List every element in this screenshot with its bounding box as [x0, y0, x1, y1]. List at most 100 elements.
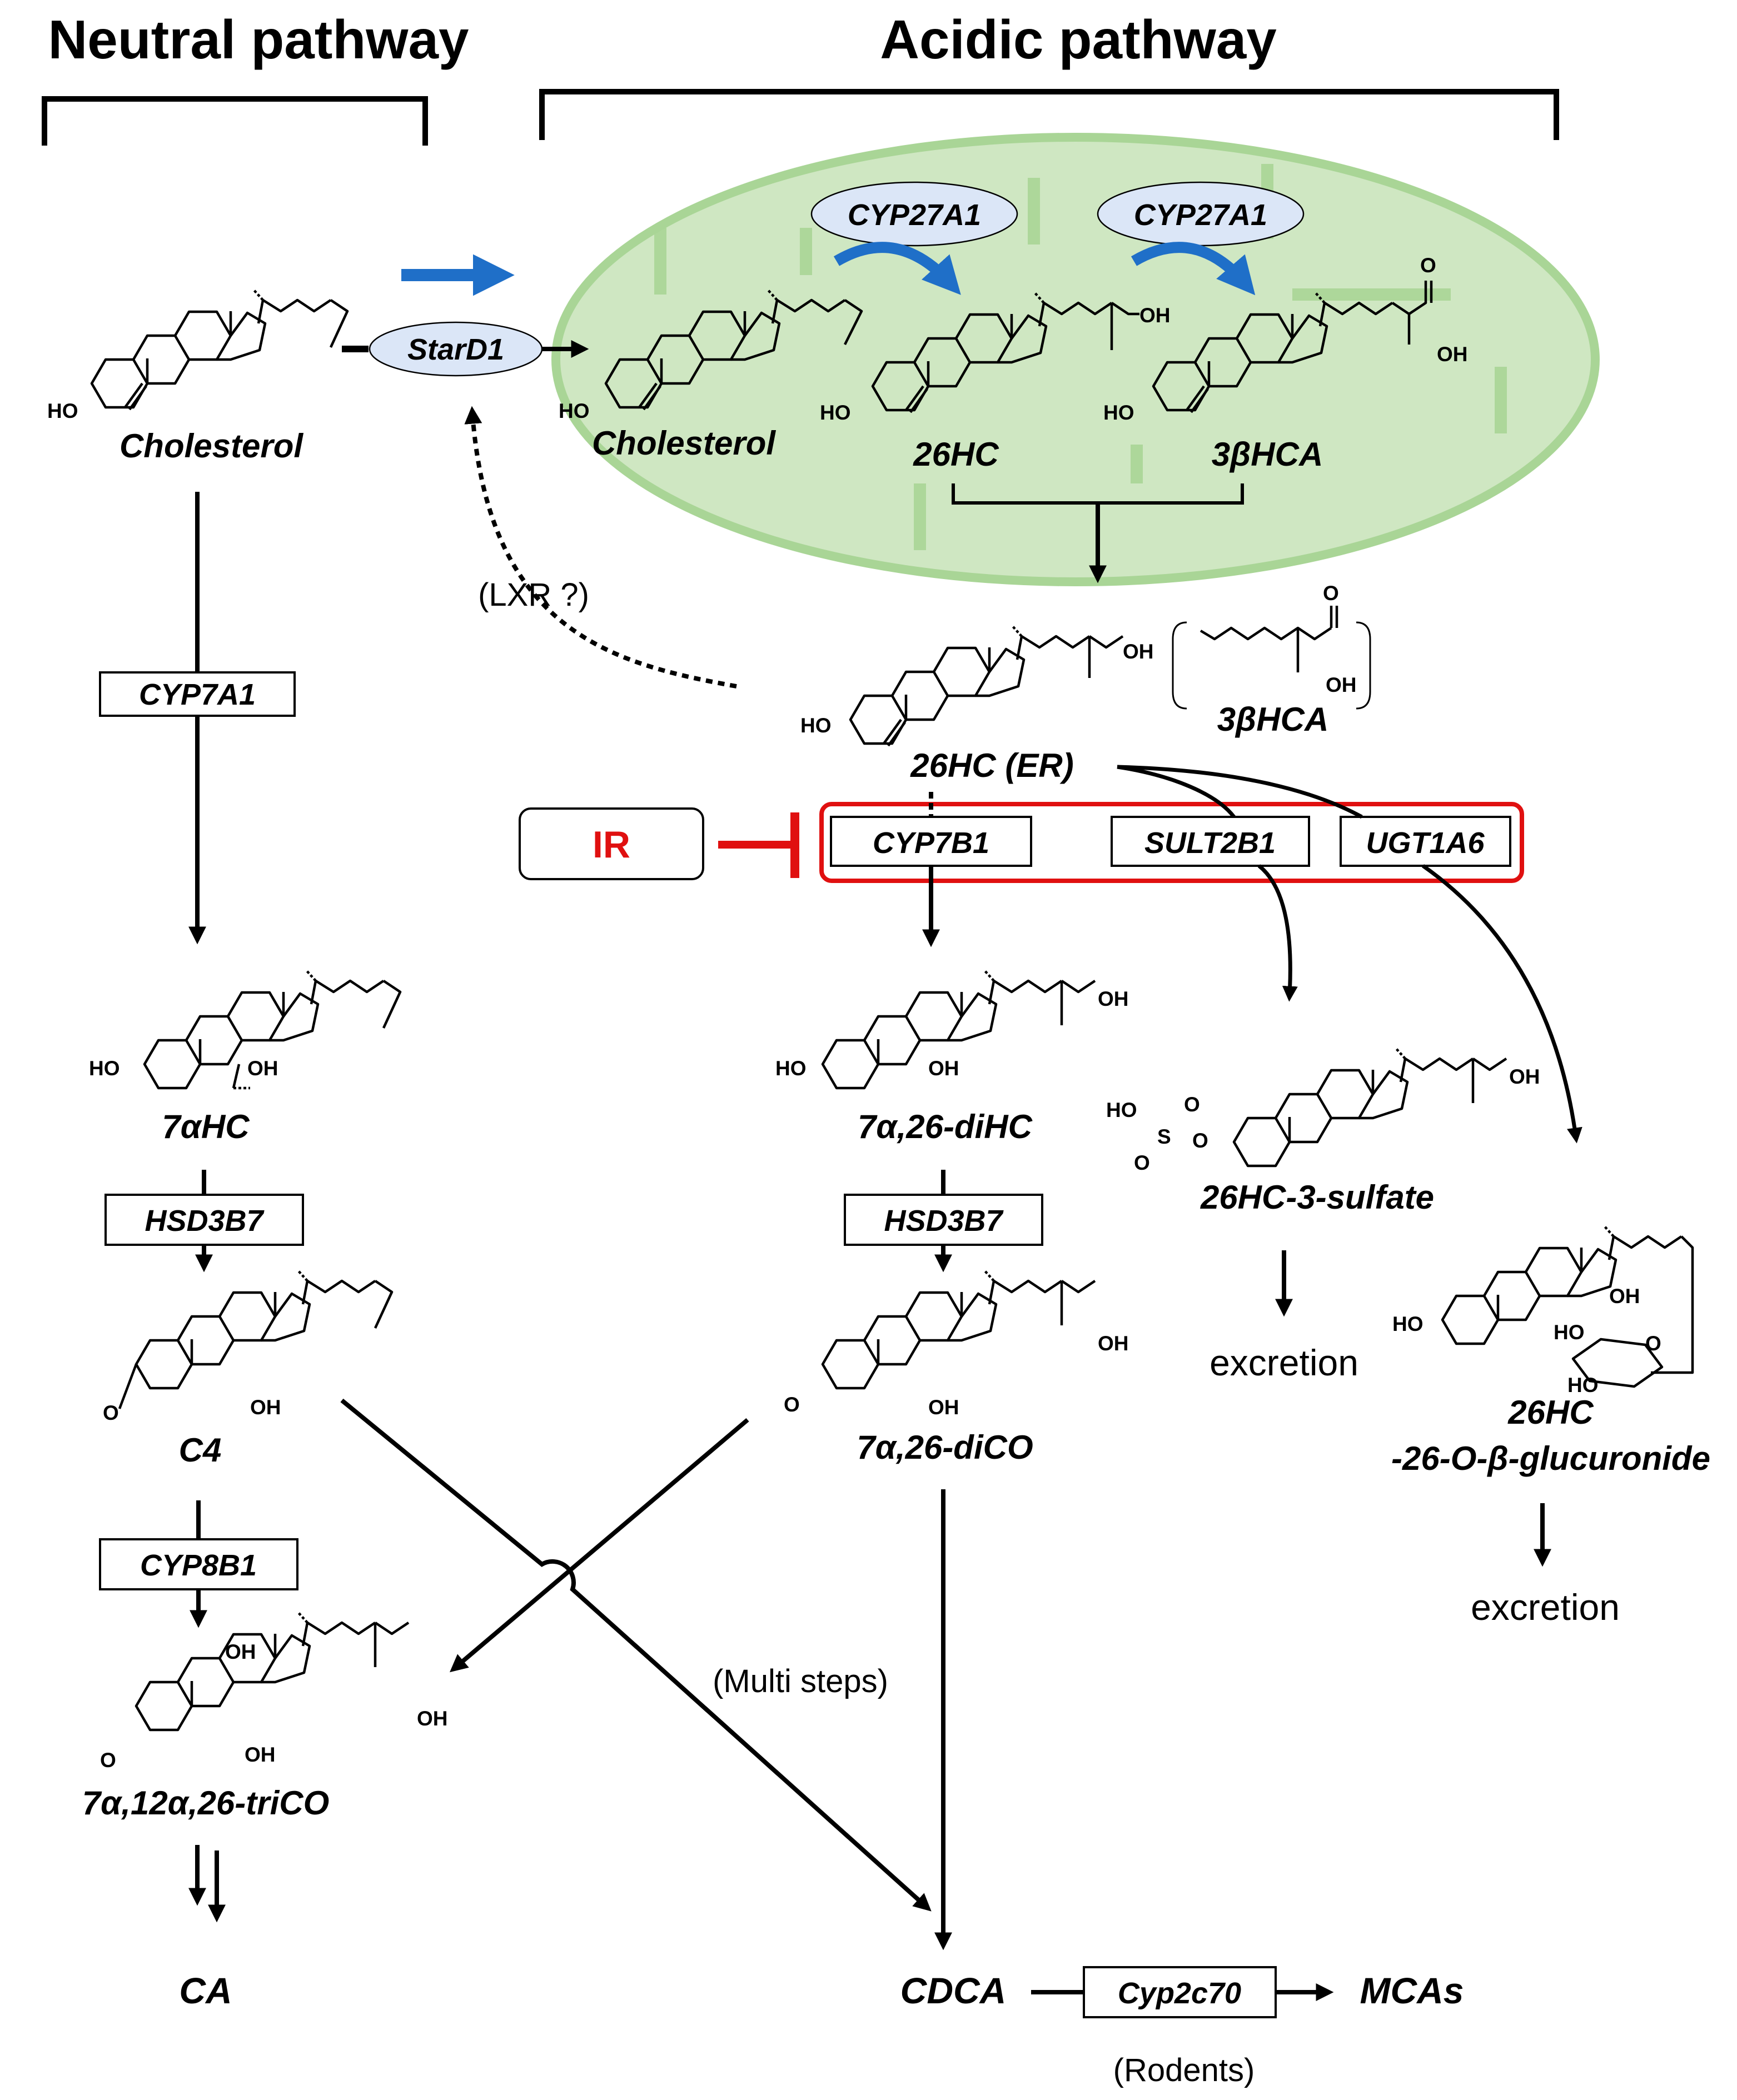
cholesterol-mito-structure: HO — [559, 289, 863, 422]
sulfate-structure: HO S O O O OH — [1106, 1047, 1540, 1174]
neutral-bracket — [42, 96, 428, 146]
3bhca-er-structure: OH O — [1172, 582, 1371, 710]
cyp27a1-enzyme-2: CYP27A1 — [1097, 181, 1305, 247]
excretion-label-2: excretion — [1471, 1587, 1620, 1628]
multi-steps-annotation: (Multi steps) — [713, 1663, 888, 1699]
3bhca-mito-label: 3βHCA — [1212, 436, 1323, 473]
cyp2c70-enzyme: Cyp2c70 — [1083, 1966, 1277, 2018]
svg-text:HO: HO — [1554, 1321, 1585, 1344]
svg-text:HO: HO — [820, 401, 851, 424]
svg-text:StarD1: StarD1 — [407, 333, 504, 366]
7ahc-label: 7αHC — [162, 1108, 250, 1145]
sult2b1-enzyme: SULT2B1 — [1111, 816, 1310, 867]
svg-text:O: O — [100, 1749, 116, 1772]
hsd3b7-left-enzyme: HSD3B7 — [104, 1194, 304, 1246]
svg-text:UGT1A6: UGT1A6 — [1366, 826, 1485, 860]
svg-text:OH: OH — [1098, 987, 1129, 1010]
cyp8b1-enzyme: CYP8B1 — [99, 1538, 298, 1590]
glucuronide-label-line1: 26HC — [1507, 1394, 1594, 1431]
3bhca-mito-structure: HO O OH — [1103, 254, 1468, 424]
c4-structure: O OH — [103, 1270, 394, 1424]
diCO-structure: O OH OH — [784, 1270, 1129, 1419]
svg-text:OH: OH — [1609, 1285, 1640, 1308]
26hc-er-label: 26HC (ER) — [910, 747, 1073, 784]
svg-text:O: O — [1323, 582, 1339, 605]
ir-box: IR — [519, 807, 704, 880]
svg-text:S: S — [1157, 1125, 1171, 1148]
svg-text:CYP7B1: CYP7B1 — [873, 826, 989, 860]
svg-text:HO: HO — [47, 400, 78, 422]
svg-text:IR: IR — [593, 824, 630, 866]
svg-text:HO: HO — [1567, 1374, 1599, 1396]
svg-text:HSD3B7: HSD3B7 — [884, 1204, 1004, 1238]
cyp7b1-enzyme: CYP7B1 — [830, 816, 1032, 867]
cyp27a1-enzyme-1: CYP27A1 — [810, 181, 1018, 247]
svg-text:OH: OH — [1123, 640, 1154, 663]
glucuronide-label-line2: -26-O-β-glucuronide — [1391, 1440, 1710, 1477]
26hc-label: 26HC — [913, 436, 999, 473]
svg-text:CYP7A1: CYP7A1 — [139, 678, 256, 711]
svg-text:HO: HO — [1392, 1313, 1424, 1335]
svg-text:O: O — [103, 1401, 119, 1424]
svg-text:OH: OH — [247, 1057, 278, 1080]
svg-text:OH: OH — [1509, 1065, 1540, 1088]
26hc-structure: HO OH — [820, 292, 1171, 424]
lxr-annotation: (LXR ?) — [478, 577, 589, 613]
svg-text:OH: OH — [250, 1396, 281, 1419]
triCO-structure: O OH OH OH — [100, 1612, 448, 1772]
neutral-pathway-header: Neutral pathway — [48, 9, 469, 70]
triCO-label: 7α,12α,26-triCO — [82, 1784, 330, 1822]
acidic-bracket — [539, 89, 1559, 140]
ir-inhibition-bar — [718, 812, 799, 878]
svg-text:O: O — [1192, 1129, 1208, 1152]
svg-text:OH: OH — [1437, 343, 1468, 366]
sulfate-label: 26HC-3-sulfate — [1200, 1179, 1434, 1216]
diCO-label: 7α,26-diCO — [857, 1429, 1033, 1466]
svg-text:Cyp2c70: Cyp2c70 — [1118, 1977, 1241, 2010]
svg-text:HO: HO — [1106, 1099, 1137, 1121]
svg-text:HO: HO — [559, 400, 590, 422]
7ahc-structure: HO OH — [89, 970, 402, 1090]
svg-text:OH: OH — [1098, 1332, 1129, 1355]
cholesterol-left-structure: HO — [47, 289, 349, 422]
pathway-arrows — [188, 242, 1582, 2001]
svg-text:HO: HO — [775, 1057, 807, 1080]
svg-text:OH: OH — [1326, 674, 1357, 696]
svg-text:HSD3B7: HSD3B7 — [145, 1204, 265, 1238]
svg-text:O: O — [1645, 1332, 1661, 1355]
svg-text:OH: OH — [1139, 304, 1171, 327]
cdca-label: CDCA — [900, 1970, 1007, 2011]
er-enzyme-group — [819, 802, 1524, 883]
svg-text:CYP27A1: CYP27A1 — [848, 198, 981, 232]
mcas-label: MCAs — [1360, 1970, 1464, 2011]
hsd3b7-right-enzyme: HSD3B7 — [844, 1194, 1043, 1246]
diHC-label: 7α,26-diHC — [858, 1108, 1033, 1145]
ca-label: CA — [179, 1970, 232, 2011]
svg-text:SULT2B1: SULT2B1 — [1144, 826, 1276, 860]
diHC-structure: HO OH OH — [775, 970, 1129, 1088]
svg-text:O: O — [784, 1393, 800, 1416]
3bhca-er-label: 3βHCA — [1217, 701, 1329, 738]
glucuronide-structure: HO OH HO HO O — [1392, 1225, 1694, 1396]
svg-text:OH: OH — [928, 1396, 959, 1419]
26hc-er-structure: HO OH — [800, 625, 1154, 747]
rodents-annotation: (Rodents) — [1113, 2052, 1255, 2088]
svg-text:OH: OH — [417, 1707, 448, 1730]
mitochondrion — [551, 133, 1600, 586]
cholesterol-left-label: Cholesterol — [120, 427, 303, 465]
svg-text:HO: HO — [89, 1057, 120, 1080]
svg-text:O: O — [1134, 1151, 1150, 1174]
svg-text:O: O — [1184, 1093, 1200, 1116]
svg-text:OH: OH — [245, 1743, 276, 1766]
svg-text:CYP27A1: CYP27A1 — [1134, 198, 1267, 232]
svg-text:OH: OH — [928, 1057, 959, 1080]
acidic-pathway-header: Acidic pathway — [880, 9, 1276, 70]
svg-text:HO: HO — [1103, 401, 1134, 424]
svg-text:O: O — [1420, 254, 1436, 277]
c4-label: C4 — [179, 1431, 222, 1469]
excretion-label-1: excretion — [1210, 1342, 1358, 1383]
stard1-enzyme: StarD1 — [369, 321, 543, 377]
svg-text:HO: HO — [800, 714, 832, 737]
ugt1a6-enzyme: UGT1A6 — [1340, 816, 1511, 867]
